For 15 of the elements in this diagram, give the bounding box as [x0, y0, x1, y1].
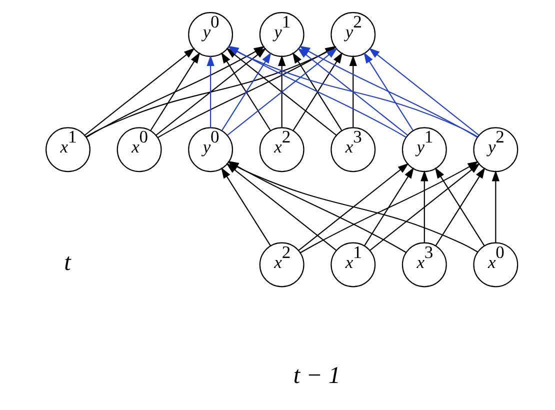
label: t — [64, 250, 70, 276]
arrow — [363, 52, 413, 131]
arrow — [206, 55, 214, 128]
arrow — [220, 167, 270, 246]
arrow — [298, 163, 408, 251]
arrow — [150, 52, 200, 131]
arrow — [348, 55, 356, 128]
arrow — [420, 170, 428, 242]
arrow — [300, 161, 478, 254]
arrow — [368, 48, 479, 136]
arrow — [491, 170, 500, 242]
label: t − 1 — [292, 362, 340, 389]
arrow — [364, 167, 414, 246]
arrow — [278, 55, 286, 128]
arrow — [84, 48, 194, 136]
